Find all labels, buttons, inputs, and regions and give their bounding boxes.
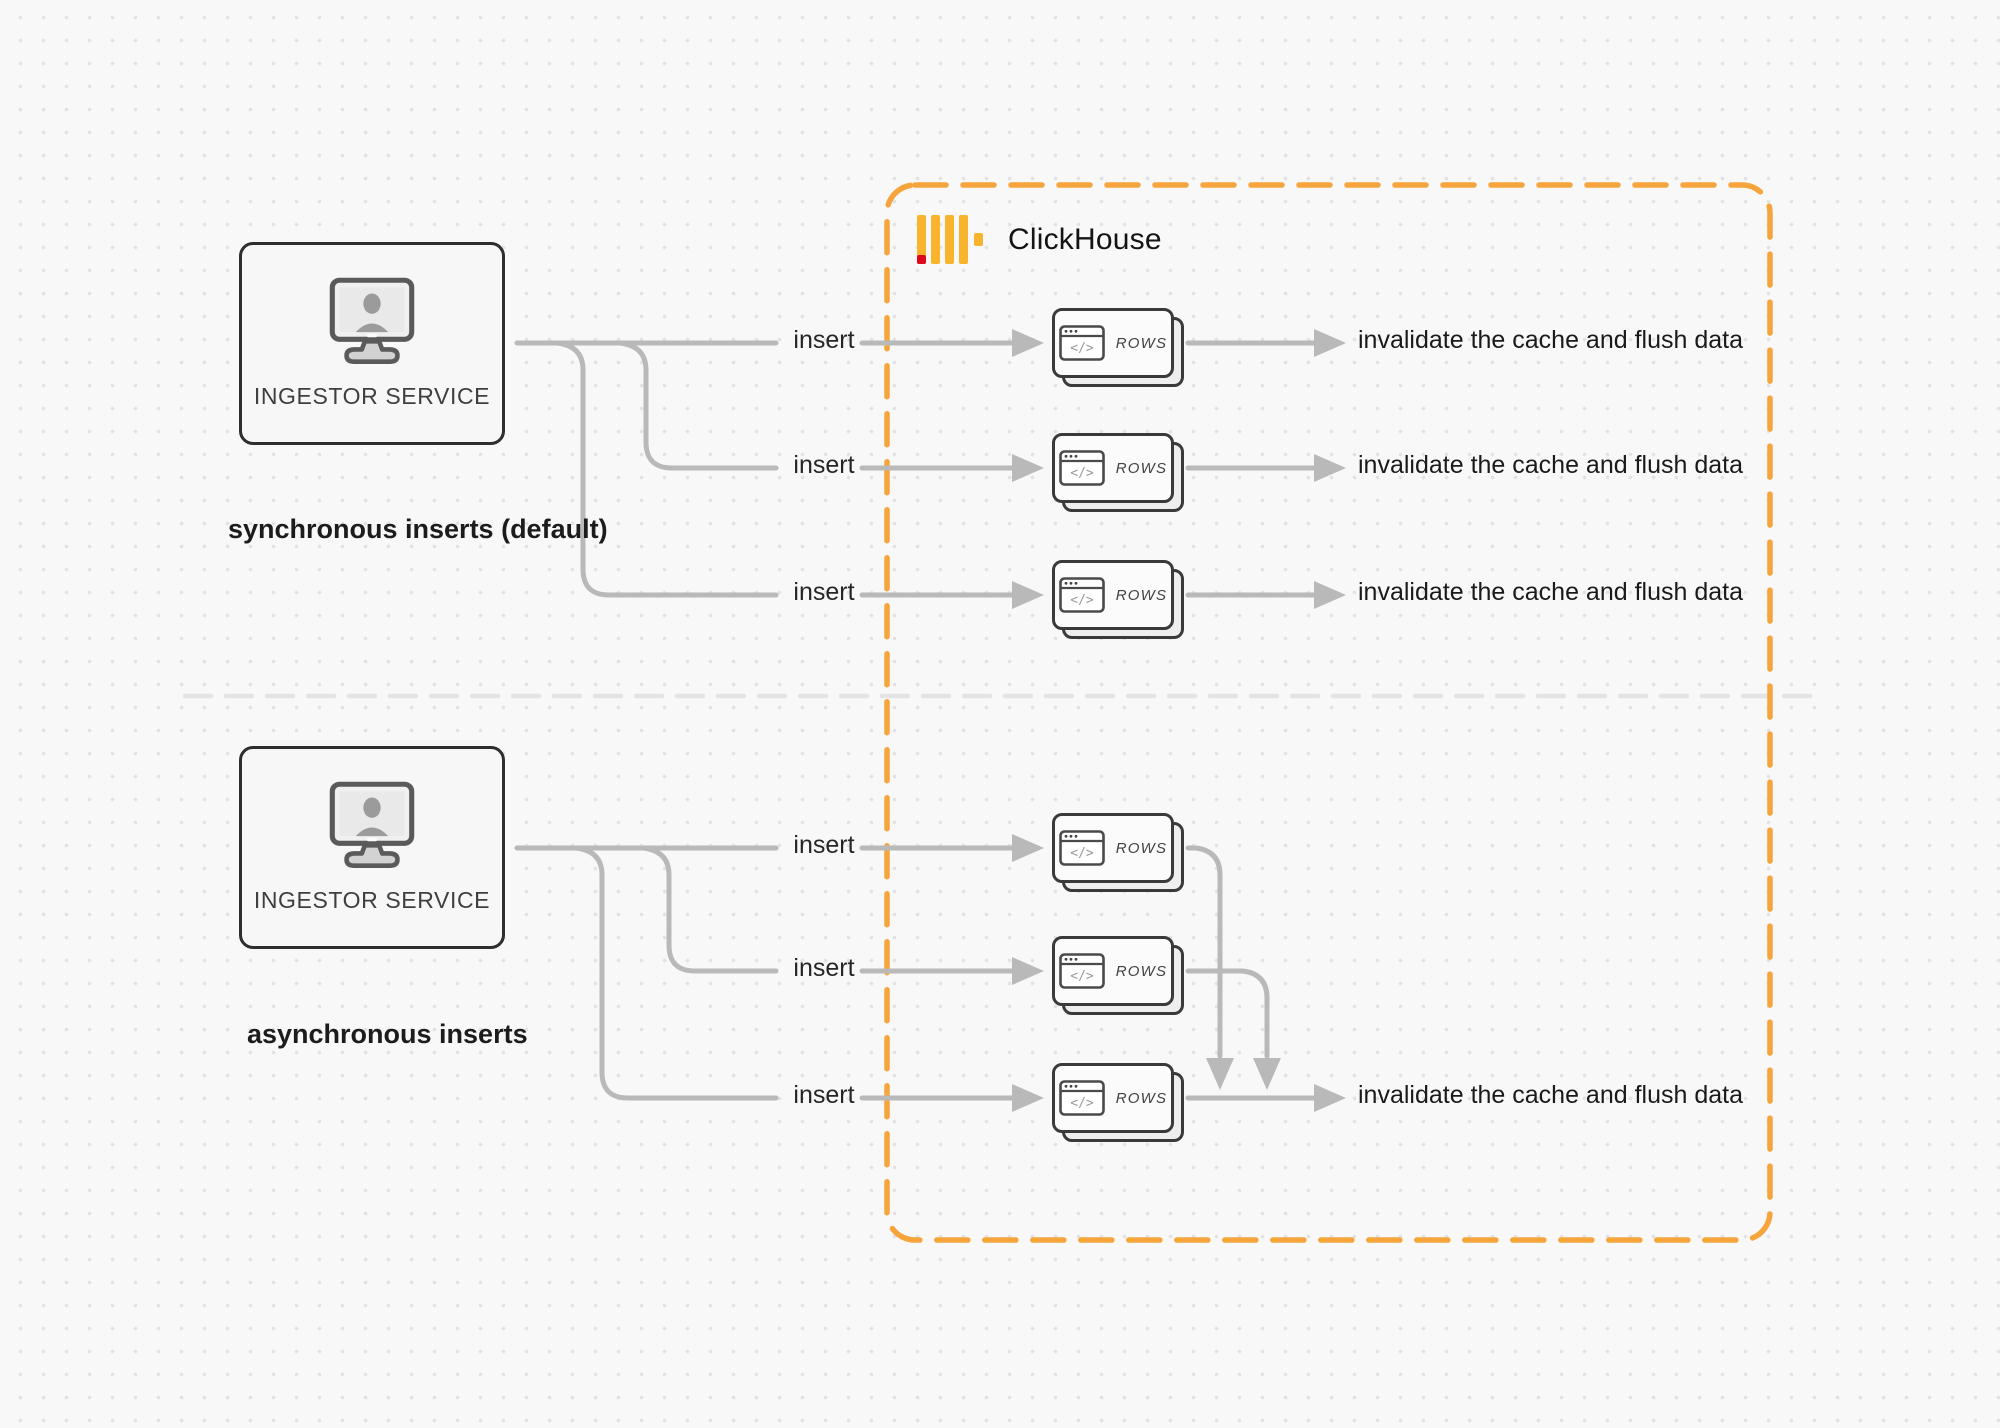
ingestor-service-label: INGESTOR SERVICE — [253, 383, 491, 409]
rows-label: ROWS — [1115, 459, 1168, 477]
connector-lines — [514, 340, 1321, 1101]
code-window-icon: </> — [1058, 830, 1105, 866]
svg-text:</>: </> — [1070, 969, 1094, 984]
rows-card: </> ROWS — [1052, 936, 1188, 1018]
sync-caption: synchronous inserts (default) — [228, 514, 608, 544]
arrowheads — [1012, 329, 1346, 1112]
invalidate-label: invalidate the cache and flush data — [1358, 1081, 1743, 1109]
monitor-user-icon — [329, 781, 415, 868]
ingestor-service-box-async: INGESTOR SERVICE — [239, 746, 505, 949]
code-window-icon: </> — [1058, 450, 1105, 486]
insert-label: insert — [793, 451, 855, 479]
code-window-icon: </> — [1058, 577, 1105, 613]
invalidate-label: invalidate the cache and flush data — [1358, 326, 1743, 354]
rows-card: </> ROWS — [1052, 560, 1188, 642]
insert-label: insert — [793, 1081, 855, 1109]
ingestor-service-label: INGESTOR SERVICE — [253, 887, 491, 913]
insert-label: insert — [793, 954, 855, 982]
invalidate-label: invalidate the cache and flush data — [1358, 451, 1743, 479]
svg-text:</>: </> — [1070, 1096, 1094, 1111]
svg-text:</>: </> — [1070, 593, 1094, 608]
code-window-icon: </> — [1058, 1080, 1105, 1116]
rows-label: ROWS — [1115, 839, 1168, 857]
rows-label: ROWS — [1115, 1089, 1168, 1107]
clickhouse-logo-icon — [917, 215, 983, 264]
rows-card: </> ROWS — [1052, 1063, 1188, 1145]
rows-label: ROWS — [1115, 334, 1168, 352]
rows-card: </> ROWS — [1052, 308, 1188, 390]
code-window-icon: </> — [1058, 953, 1105, 989]
async-caption: asynchronous inserts — [247, 1019, 528, 1049]
insert-label: insert — [793, 831, 855, 859]
insert-label: insert — [793, 578, 855, 606]
svg-text:</>: </> — [1070, 846, 1094, 861]
insert-label: insert — [793, 326, 855, 354]
svg-text:</>: </> — [1070, 341, 1094, 356]
invalidate-label: invalidate the cache and flush data — [1358, 578, 1743, 606]
clickhouse-boundary — [884, 182, 1773, 1243]
ingestor-service-box-sync: INGESTOR SERVICE — [239, 242, 505, 445]
rows-card: </> ROWS — [1052, 433, 1188, 515]
monitor-user-icon — [329, 277, 415, 364]
svg-text:</>: </> — [1070, 466, 1094, 481]
clickhouse-title: ClickHouse — [1008, 222, 1162, 256]
rows-label: ROWS — [1115, 962, 1168, 980]
rows-label: ROWS — [1115, 586, 1168, 604]
code-window-icon: </> — [1058, 325, 1105, 361]
clickhouse-header: ClickHouse — [917, 215, 1162, 264]
rows-card: </> ROWS — [1052, 813, 1188, 895]
